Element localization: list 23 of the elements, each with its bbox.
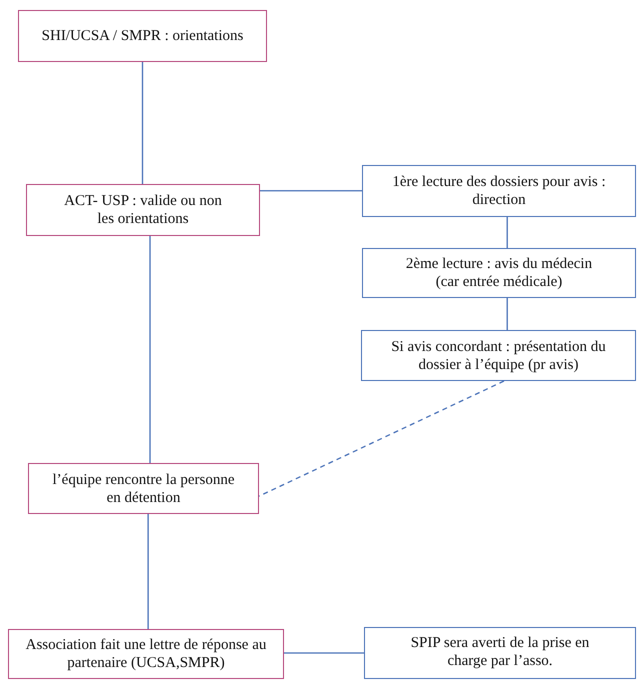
box-text: Association fait une lettre de réponse au partenaire (UCSA,SMPR) (24, 636, 268, 672)
connector-line (284, 652, 364, 654)
process-box (364, 627, 636, 679)
connector-line (260, 190, 362, 192)
box-text: Si avis concordant : présentation du dossier à l’équipe (pr avis) (390, 338, 607, 374)
process-box (361, 330, 636, 381)
process-box (8, 629, 284, 679)
box-text: l’équipe rencontre la personne en détention (52, 470, 236, 506)
connector-line (149, 236, 151, 463)
connector-line (142, 62, 144, 184)
box-text: SPIP sera averti de la prise en charge par l’asso. (410, 634, 590, 670)
box-text: SHI/UCSA / SMPR : orientations (42, 27, 244, 45)
process-box (28, 463, 259, 514)
box-text: ACT- USP : valide ou non les orientations (63, 192, 223, 228)
process-box (362, 165, 636, 217)
connector-line (506, 217, 508, 248)
process-box (18, 10, 267, 62)
process-box (362, 248, 636, 298)
box-text: 2ème lecture : avis du médecin (car entrée médicale) (404, 255, 594, 291)
box-text: 1ère lecture des dossiers pour avis : direction (391, 173, 607, 209)
process-box (26, 184, 260, 236)
connector-line (147, 514, 149, 629)
connector-line (506, 298, 508, 330)
